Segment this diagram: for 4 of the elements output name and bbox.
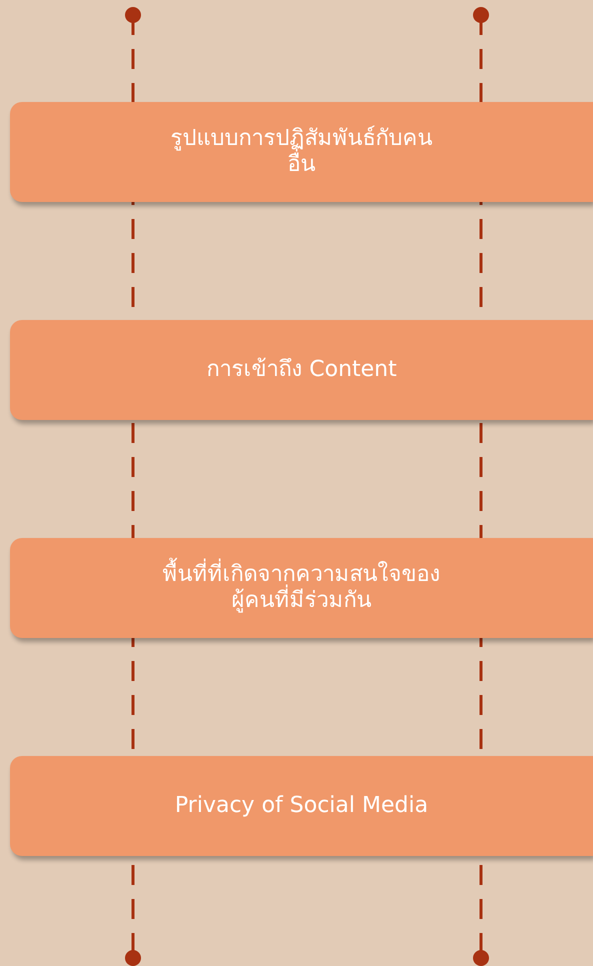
topic-banner: การเข้าถึง Content bbox=[10, 320, 593, 420]
topic-banner: รูปแบบการปฏิสัมพันธ์กับคนอื่น bbox=[10, 102, 593, 202]
topic-banner: Privacy of Social Media bbox=[10, 756, 593, 856]
topic-banner: พื้นที่ที่เกิดจากความสนใจของผู้คนที่มีร่วมกัน bbox=[10, 538, 593, 638]
